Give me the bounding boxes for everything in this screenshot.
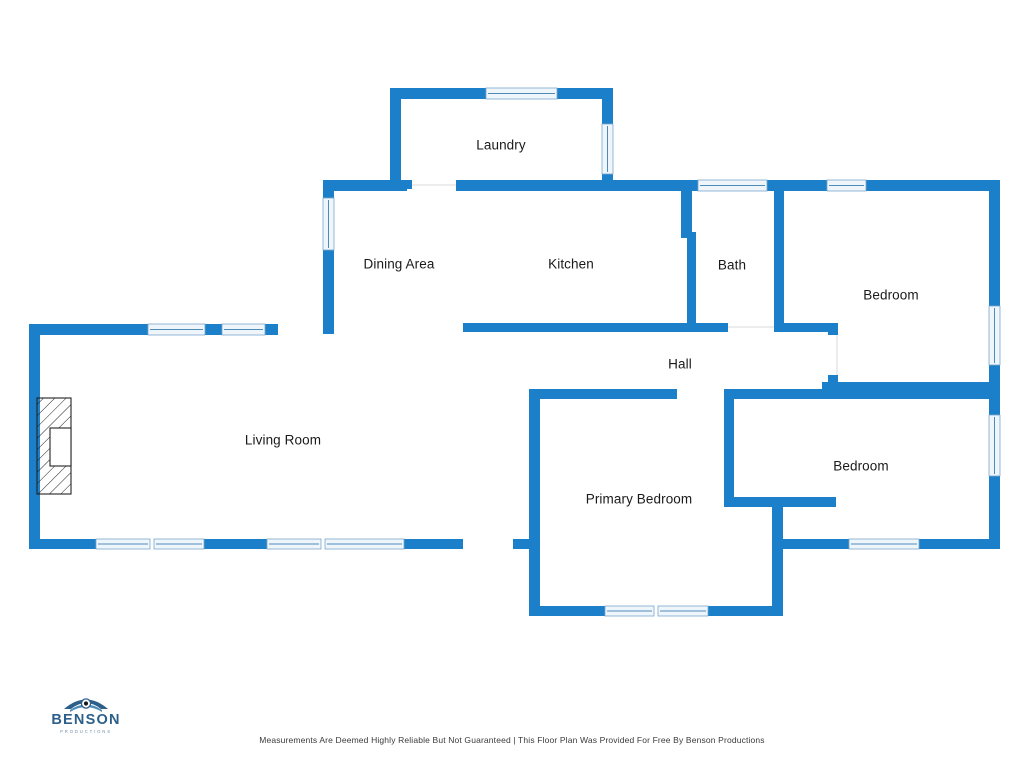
wall-primary-right-a	[772, 497, 783, 616]
wall-bedroomL-right-a	[989, 389, 1000, 415]
wall-lower-partition-horz	[724, 497, 829, 507]
house-roof-icon	[64, 698, 108, 712]
room-label-hall: Hall	[668, 357, 692, 372]
room-label-bedroom-lower: Bedroom	[833, 459, 888, 474]
wall-bath-left-lower	[687, 232, 696, 328]
window-laundry-top	[485, 87, 558, 100]
wall-bedroomL-right-b	[989, 476, 1000, 548]
window-primary-bottom-left	[604, 605, 655, 617]
wall-bedroomL-top	[781, 389, 1000, 399]
wall-dining-left-b	[323, 250, 334, 334]
window-dining-left	[322, 197, 335, 251]
wall-primary-bottom-a	[529, 606, 605, 616]
wall-bath-right	[774, 188, 784, 328]
window-living-bottom-4	[324, 538, 405, 550]
wall-bedroomL-bottom-b	[919, 539, 1000, 549]
wall-group	[29, 88, 1000, 616]
wall-lower-right-stub	[822, 497, 836, 507]
window-living-bottom-3	[266, 538, 322, 550]
wall-hall-stub-right	[828, 323, 838, 335]
wall-dining-top	[323, 180, 407, 191]
window-bath-top	[697, 179, 768, 192]
wall-living-bottom-b	[204, 539, 267, 549]
benson-productions-logo: BENSON PRODUCTIONS	[38, 688, 134, 742]
wall-primary-bottom-b	[708, 606, 783, 616]
wall-living-top-c	[265, 324, 278, 335]
window-bedroom-upper-top	[826, 179, 867, 192]
window-living-bottom-1	[95, 538, 151, 550]
wall-living-left	[29, 324, 40, 548]
wall-bath-top-a	[684, 180, 698, 191]
wall-primary-door-stub	[513, 539, 531, 549]
wall-bedroomU-bottom	[822, 382, 1000, 391]
room-label-bath: Bath	[718, 258, 746, 273]
wall-dining-left-a	[323, 180, 334, 198]
wall-laundry-top-b	[557, 88, 613, 99]
window-bedroom-upper-east	[988, 305, 1001, 366]
window-bedroom-lower-east	[988, 414, 1001, 477]
wall-bedroomU-right-a	[989, 180, 1000, 306]
window-laundry-right	[601, 123, 614, 175]
wall-living-bottom-c	[404, 539, 463, 549]
room-label-bedroom-upper: Bedroom	[863, 288, 918, 303]
room-label-group: Laundry Dining Area Kitchen Bath Bedroom…	[245, 138, 919, 507]
wall-laundry-right-a	[602, 88, 613, 124]
fireplace	[36, 397, 72, 495]
room-label-laundry: Laundry	[476, 138, 526, 153]
room-label-primary-bedroom: Primary Bedroom	[586, 492, 693, 507]
wall-bath-top-b	[767, 180, 827, 191]
wall-bedroomU-top	[866, 180, 1000, 191]
window-living-bottom-2	[153, 538, 205, 550]
wall-laundry-top-a	[390, 88, 486, 99]
wall-primary-left	[529, 389, 540, 616]
wall-lower-partition-vert	[724, 389, 734, 497]
window-living-top-right	[221, 323, 266, 336]
logo-company-tagline: PRODUCTIONS	[60, 729, 112, 734]
wall-living-bottom-a	[29, 539, 96, 549]
window-primary-bottom-right	[657, 605, 709, 617]
window-bedroom-lower-bottom	[848, 538, 920, 550]
window-group	[95, 87, 1001, 617]
wall-bedroomU-right-b	[989, 365, 1000, 391]
footer-disclaimer: Measurements Are Deemed Highly Reliable …	[259, 735, 765, 745]
wall-primary-top	[529, 389, 677, 399]
room-label-dining-area: Dining Area	[364, 257, 435, 272]
logo-company-name: BENSON	[51, 712, 121, 728]
wall-kitchen-bottom	[463, 323, 728, 332]
wall-living-top-b	[205, 324, 222, 335]
room-label-kitchen: Kitchen	[548, 257, 594, 272]
wall-lower-partition-top	[724, 389, 781, 399]
wall-bath-bottom	[774, 323, 837, 332]
window-living-top-left	[147, 323, 206, 336]
wall-bath-left-upper	[681, 188, 692, 238]
wall-kitchen-top	[456, 180, 691, 191]
wall-laundry-left	[390, 88, 401, 188]
room-label-living-room: Living Room	[245, 433, 321, 448]
wall-living-top-a	[29, 324, 148, 335]
door-opening-group	[412, 184, 838, 375]
wall-bedroomL-bottom-a	[783, 539, 849, 549]
